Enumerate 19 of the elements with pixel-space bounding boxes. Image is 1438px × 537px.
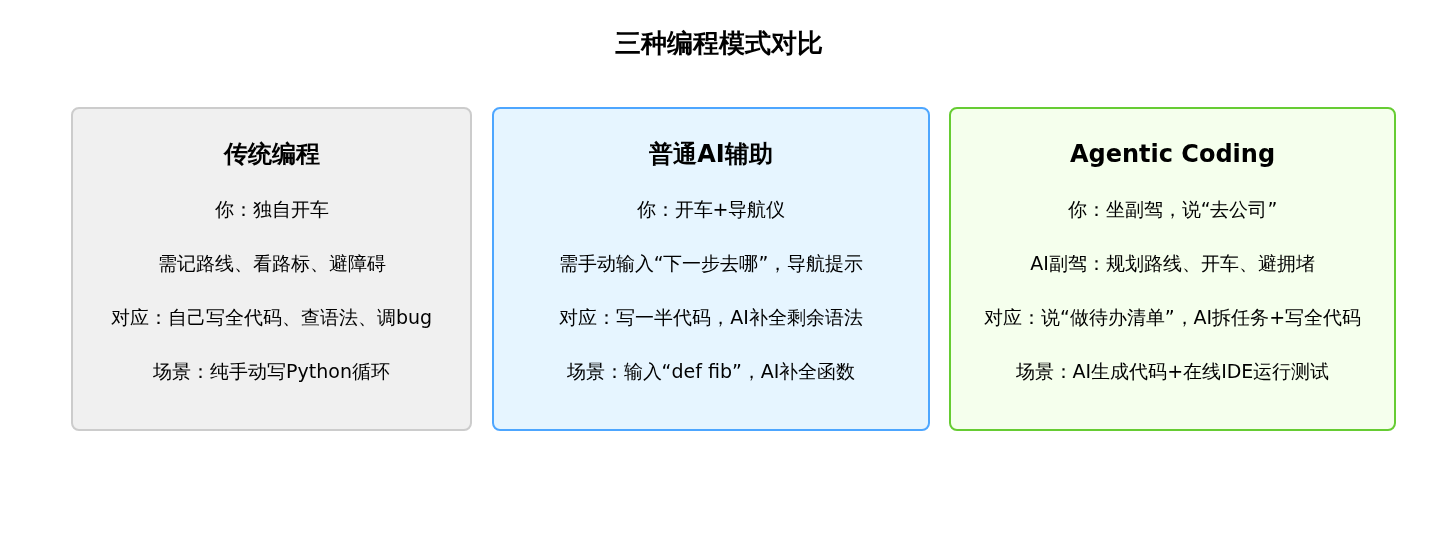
card-heading: 普通AI辅助: [648, 139, 774, 169]
card-text: AI副驾：规划路线、开车、避拥堵: [1029, 251, 1316, 275]
card-heading: Agentic Coding: [1068, 139, 1277, 169]
card-text: 场景：输入“def fib”，AI补全函数: [565, 359, 857, 383]
card-text: 你：独自开车: [213, 197, 330, 221]
diagram-title: 三种编程模式对比: [614, 27, 824, 60]
card-text: 你：坐副驾，说“去公司”: [1066, 197, 1279, 221]
card-text: 场景：纯手动写Python循环: [152, 359, 391, 383]
comparison-card: [492, 107, 930, 431]
comparison-card: [71, 107, 472, 431]
comparison-card: [949, 107, 1396, 431]
card-heading: 传统编程: [222, 139, 321, 169]
card-text: 需记路线、看路标、避障碍: [156, 251, 387, 275]
card-text: 对应：自己写全代码、查语法、调bug: [109, 305, 434, 329]
card-text: 你：开车+导航仪: [635, 197, 787, 221]
card-text: 对应：写一半代码，AI补全剩余语法: [558, 305, 864, 329]
card-text: 需手动输入“下一步去哪”，导航提示: [557, 251, 865, 275]
card-text: 场景：AI生成代码+在线IDE运行测试: [1014, 359, 1331, 383]
card-text: 对应：说“做待办清单”，AI拆任务+写全代码: [982, 305, 1363, 329]
